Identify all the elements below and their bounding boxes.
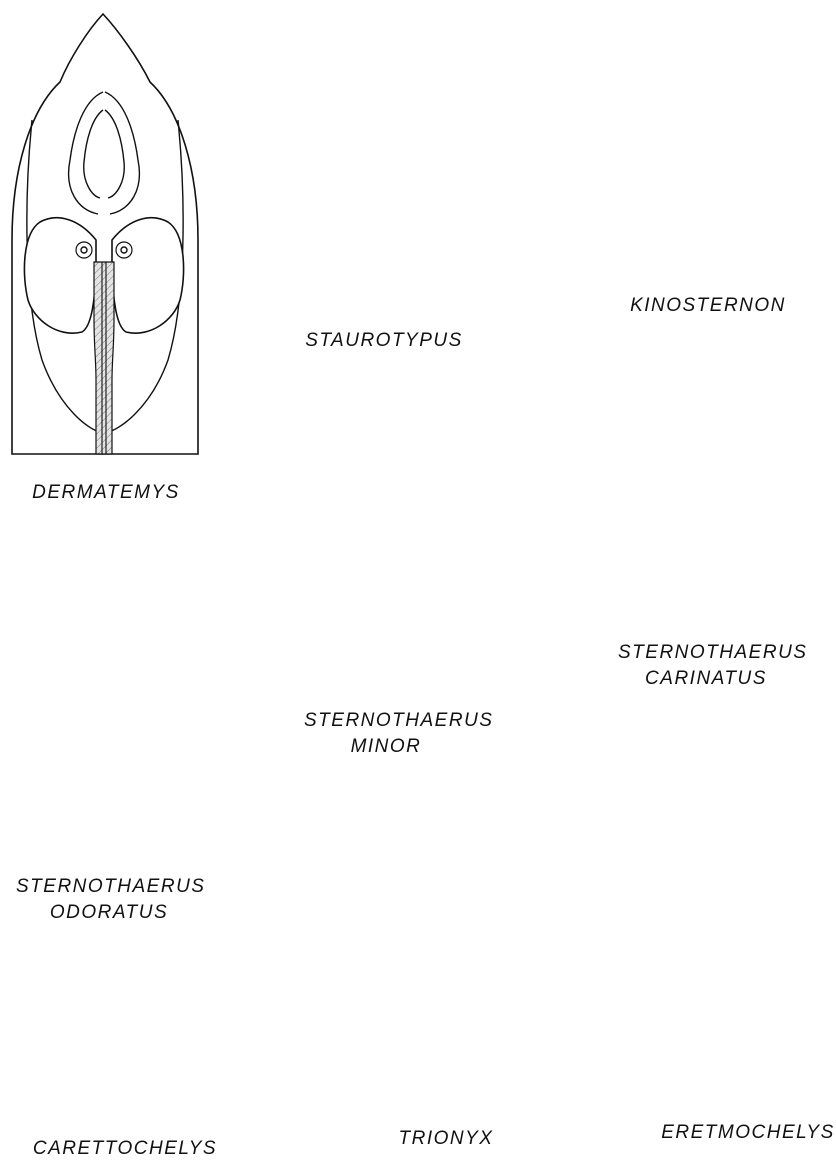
label-eretmochelys: ERETMOCHELYS (660, 1120, 836, 1146)
label-sternothaerus-odoratus-species: ODORATUS (16, 900, 202, 926)
label-sternothaerus-carinatus-genus: STERNOTHAERUS (618, 640, 794, 666)
label-kinosternon: KINOSTERNON (626, 293, 790, 319)
label-dermatemys: DERMATEMYS (22, 480, 190, 506)
label-carettochelys: CARETTOCHELYS (30, 1136, 220, 1162)
label-trionyx: TRIONYX (386, 1126, 506, 1152)
label-sternothaerus-minor-species: MINOR (304, 734, 468, 760)
label-staurotypus: STAUROTYPUS (304, 328, 464, 354)
label-sternothaerus-carinatus-species: CARINATUS (618, 666, 794, 692)
dermatemys-figure (12, 14, 198, 454)
label-sternothaerus-minor-genus: STERNOTHAERUS (304, 708, 468, 734)
label-sternothaerus-odoratus-genus: STERNOTHAERUS (16, 874, 202, 900)
